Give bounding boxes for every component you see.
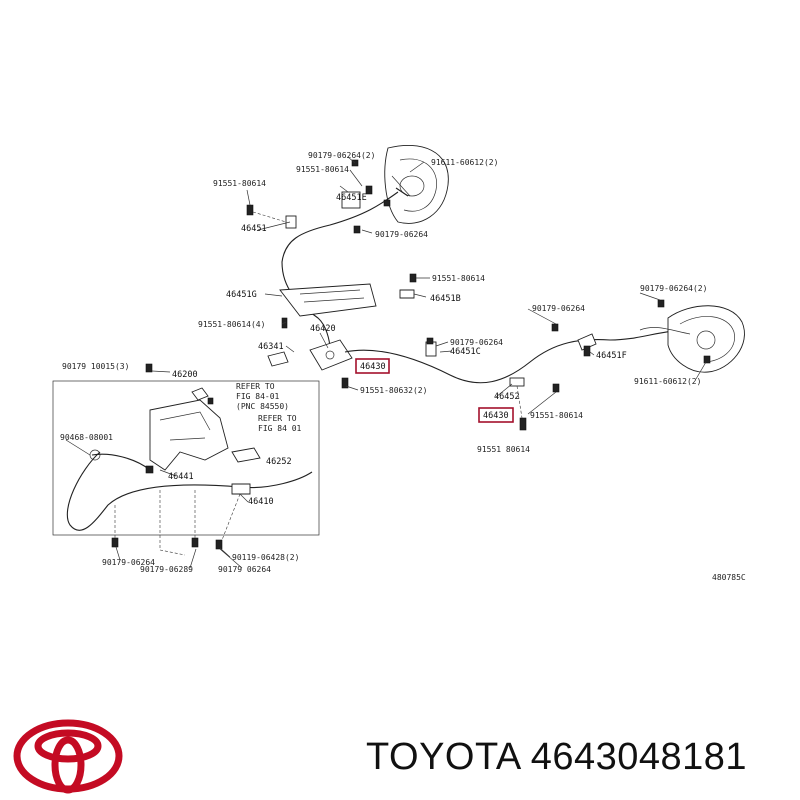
- label-91551-80614: 91551-80614: [432, 274, 485, 283]
- bolt-icon: [551, 323, 559, 332]
- bolt-icon: [145, 465, 154, 474]
- label-91551-80614: 91551-80614: [296, 165, 349, 174]
- bolt-icon: [246, 204, 254, 216]
- highlight-box: [355, 358, 390, 374]
- label-46452: 46452: [494, 392, 520, 402]
- bolt-icon: [353, 225, 361, 234]
- bolt-icon: [583, 345, 591, 357]
- brand-name: TOYOTA: [366, 736, 520, 778]
- label-46451E: 46451E: [336, 193, 367, 203]
- bolt-icon: [426, 337, 434, 345]
- label-91611-60612-2: 91611-60612(2): [431, 158, 498, 167]
- bolt-icon: [409, 273, 417, 283]
- pedal-assembly-frame: [52, 380, 320, 536]
- label-90179-06289: 90179-06289: [140, 565, 193, 574]
- label-91551-80614: 91551-80614: [213, 179, 266, 188]
- bolt-icon: [111, 537, 119, 548]
- bolt-icon: [519, 417, 527, 431]
- label-pnc-84550: (PNC 84550): [236, 402, 289, 411]
- figure-code: 480785C: [712, 573, 746, 582]
- brake-backing-plate-upper: [384, 145, 449, 224]
- bolt-icon: [365, 185, 373, 195]
- bracket-46451G: [279, 283, 377, 317]
- bolt-icon: [341, 377, 349, 389]
- cable-upper: [281, 191, 399, 351]
- label-90179-06264: 90179-06264: [102, 558, 155, 567]
- label-90179-06264-2: 90179-06264(2): [640, 284, 707, 293]
- label-46451: 46451: [241, 224, 267, 234]
- bolt-icon: [703, 355, 711, 364]
- label-46451B: 46451B: [430, 294, 461, 304]
- label-90179-06264: 90179-06264: [375, 230, 428, 239]
- bolt-icon: [215, 539, 223, 550]
- label-46420: 46420: [310, 324, 336, 334]
- label-46410: 46410: [248, 497, 274, 507]
- label-90179-06264: 90179-06264: [532, 304, 585, 313]
- label-90179-10015-3: 90179 10015(3): [62, 362, 129, 371]
- label-91551-80614: 91551 80614: [477, 445, 530, 454]
- cable-right-46430: [344, 329, 691, 384]
- bolt-icon: [191, 537, 199, 548]
- brand-part-caption: TOYOTA 4643048181: [366, 736, 747, 779]
- label-46451F: 46451F: [596, 351, 627, 361]
- clip-46452: [509, 377, 525, 387]
- label-46200: 46200: [172, 370, 198, 380]
- bolt-icon: [145, 363, 153, 373]
- highlight-box: [478, 407, 514, 423]
- bolt-icon: [552, 383, 560, 393]
- bracket-46451B: [399, 289, 415, 299]
- label-fig-84-01: FIG 84-01: [236, 392, 280, 401]
- label-90179-06264: 90179-06264: [450, 338, 503, 347]
- parking-brake-pedal-46200: [145, 363, 261, 471]
- label-91551-80614: 91551-80614: [530, 411, 583, 420]
- cable-front-46410: [66, 451, 313, 531]
- label-refer-to: REFER TO: [258, 414, 297, 423]
- bracket-46451F: [577, 333, 597, 351]
- label-46451C: 46451C: [450, 347, 481, 357]
- label-90179-06264: 90179 06264: [218, 565, 271, 574]
- bracket-46451E: [341, 191, 361, 209]
- brake-backing-plate-right: [639, 299, 745, 373]
- highlighted-part-46430[interactable]: 46430: [483, 411, 509, 421]
- label-refer-to: REFER TO: [236, 382, 275, 391]
- label-91551-80632-2: 91551-80632(2): [360, 386, 427, 395]
- clip-46341: [267, 351, 289, 367]
- label-90119-06428-2: 90119-06428(2): [232, 553, 299, 562]
- label-46252: 46252: [266, 457, 292, 467]
- label-90468-08001: 90468-08001: [60, 433, 113, 442]
- part-number: 4643048181: [530, 736, 748, 778]
- toyota-logo-icon: [13, 719, 123, 794]
- label-91551-80614-4: 91551-80614(4): [198, 320, 265, 329]
- highlighted-part-46430[interactable]: 46430: [360, 362, 386, 372]
- label-46341: 46341: [258, 342, 284, 352]
- clip-46451: [285, 215, 297, 229]
- label-46441: 46441: [168, 472, 194, 482]
- pedal-pad-46252: [231, 447, 261, 463]
- bolt-icon: [657, 299, 665, 308]
- label-fig-84-01: FIG 84 01: [258, 424, 302, 433]
- label-91611-60612-2: 91611-60612(2): [634, 377, 701, 386]
- label-46451G: 46451G: [226, 290, 257, 300]
- equalizer-46420: [309, 339, 353, 371]
- bolt-icon: [383, 199, 391, 207]
- label-90179-06264-2: 90179-06264(2): [308, 151, 375, 160]
- cable-end-46410: [231, 483, 251, 495]
- bolt-icon: [207, 397, 214, 405]
